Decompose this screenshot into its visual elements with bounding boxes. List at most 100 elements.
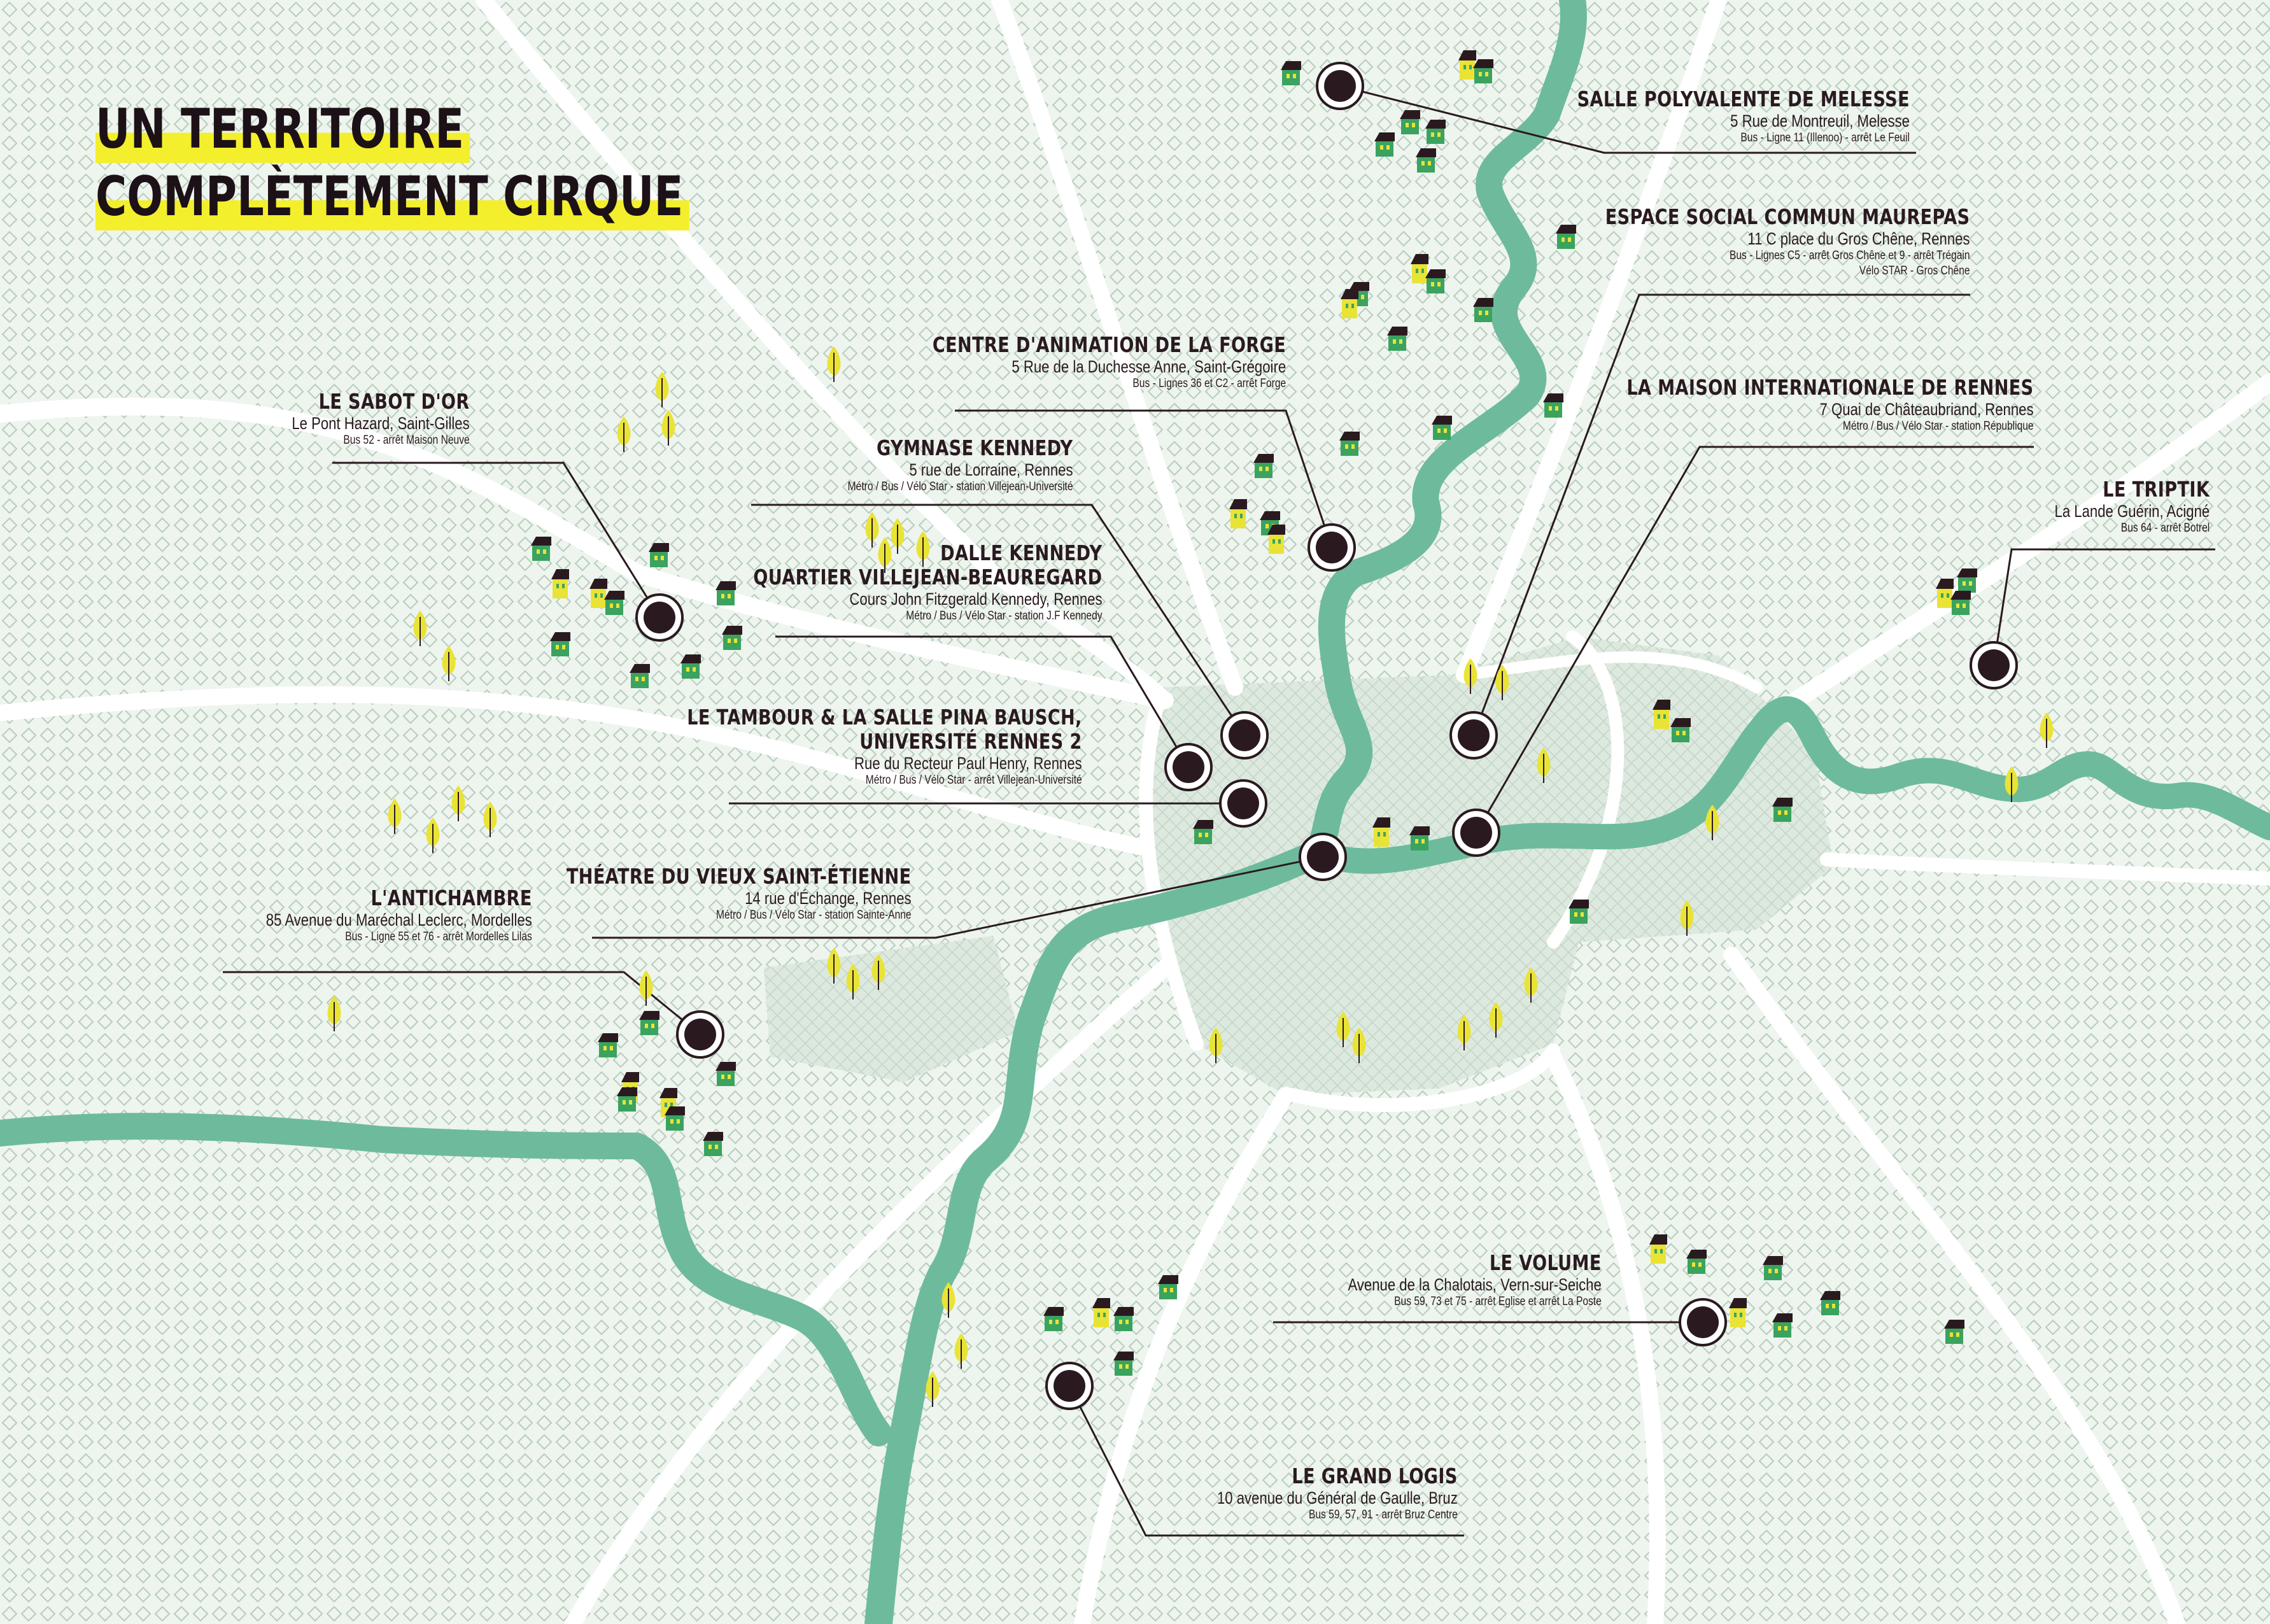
house-icon: [1113, 1352, 1134, 1376]
venue-label-theatre-vieux-saint-etienne[interactable]: THÉATRE DU VIEUX SAINT-ÉTIENNE 14 rue d'…: [567, 865, 912, 923]
leader-le-grand-logis: [1068, 1385, 1464, 1537]
venue-marker-icon[interactable]: [1449, 711, 1498, 759]
venue-label-sabot-d-or[interactable]: LE SABOT D'OR Le Pont Hazard, Saint-Gill…: [292, 390, 470, 448]
house-icon: [649, 543, 669, 567]
venue-markers[interactable]: [635, 62, 2018, 1410]
house-icon: [1957, 568, 1977, 593]
venue-marker-icon[interactable]: [1308, 523, 1356, 572]
house-icon: [722, 626, 742, 650]
house-icon: [1543, 393, 1563, 418]
venue-transport: Bus - Ligne 11 (Illenoo) - arrêt Le Feui…: [1740, 131, 1910, 145]
house-icon: [1374, 132, 1395, 157]
venue-name: L'ANTICHAMBRE: [370, 886, 532, 910]
venue-label-centre-la-forge[interactable]: CENTRE D'ANIMATION DE LA FORGE 5 Rue de …: [933, 333, 1286, 392]
venue-label-le-tambour[interactable]: LE TAMBOUR & LA SALLE PINA BAUSCH, UNIVE…: [687, 705, 1082, 788]
house-icon: [680, 654, 701, 679]
leader-espace-social-maurepas: [1472, 293, 1970, 736]
venue-name: THÉATRE DU VIEUX SAINT-ÉTIENNE: [567, 864, 912, 889]
venue-address: La Lande Guérin, Acigné: [2054, 502, 2210, 521]
venue-address: Cours John Fitzgerald Kennedy, Rennes: [849, 590, 1103, 609]
urban-area-rennes: [1139, 637, 1833, 1095]
venue-name: LE SABOT D'OR: [318, 389, 470, 414]
venue-label-l-antichambre[interactable]: L'ANTICHAMBRE 85 Avenue du Maréchal Lecl…: [266, 886, 532, 945]
house-icon: [1113, 1307, 1134, 1331]
map-title: UN TERRITOIRE COMPLÈTEMENT CIRQUE: [95, 95, 689, 230]
venue-marker-icon[interactable]: [676, 1010, 724, 1059]
map-title-line-2: COMPLÈTEMENT CIRQUE: [95, 163, 689, 230]
venue-label-le-volume[interactable]: LE VOLUME Avenue de la Chalotais, Vern-s…: [1348, 1251, 1602, 1310]
house-icon: [1772, 1313, 1793, 1338]
venue-transport: Métro / Bus / Vélo Star - arrêt Villejea…: [865, 773, 1082, 787]
house-icon: [1569, 900, 1589, 924]
leader-dalle-kennedy: [775, 635, 1190, 768]
leader-centre-la-forge: [955, 409, 1333, 548]
venue-marker-icon[interactable]: [1970, 641, 2018, 689]
leader-salle-polyvalente-melesse: [1339, 85, 1916, 154]
house-icon: [716, 581, 736, 605]
house-icon: [639, 1011, 659, 1035]
venue-marker-icon[interactable]: [1316, 62, 1364, 110]
venue-label-salle-polyvalente-melesse[interactable]: SALLE POLYVALENTE DE MELESSE 5 Rue de Mo…: [1577, 87, 1910, 146]
venue-address: 7 Quai de Châteaubriand, Rennes: [1819, 400, 2034, 419]
leader-l-antichambre: [223, 971, 701, 1036]
venue-name: GYMNASE KENNEDY: [877, 435, 1073, 460]
house-icon: [716, 1062, 736, 1086]
house-icon: [1425, 269, 1446, 293]
house-icon: [1409, 826, 1430, 851]
house-icon: [1820, 1291, 1840, 1315]
house-icon: [617, 1087, 637, 1112]
house-icon: [550, 632, 570, 656]
leader-maison-internationale: [1475, 446, 2034, 833]
venue-label-maison-internationale[interactable]: LA MAISON INTERNATIONALE DE RENNES 7 Qua…: [1627, 376, 2034, 434]
venue-address: 85 Avenue du Maréchal Leclerc, Mordelles: [265, 910, 532, 929]
venue-transport: Métro / Bus / Vélo Star - station Sainte…: [716, 908, 912, 922]
venue-marker-icon[interactable]: [1045, 1362, 1094, 1410]
venue-marker-icon[interactable]: [1164, 743, 1213, 791]
venue-transport: Métro / Bus / Vélo Star - station J.F Ke…: [906, 609, 1103, 623]
venue-marker-icon[interactable]: [635, 593, 684, 642]
venue-name: LE VOLUME: [1490, 1250, 1602, 1275]
venue-address: 11 C place du Gros Chêne, Rennes: [1747, 229, 1970, 248]
venue-name: DALLE KENNEDY: [940, 540, 1103, 565]
venue-name: LE GRAND LOGIS: [1292, 1464, 1458, 1488]
venue-address: 14 rue d'Échange, Rennes: [745, 889, 912, 908]
venue-name-line-2: QUARTIER VILLEJEAN-BEAUREGARD: [753, 565, 1103, 590]
venue-address: Rue du Recteur Paul Henry, Rennes: [854, 754, 1082, 773]
venue-label-le-triptik[interactable]: LE TRIPTIK La Lande Guérin, Acigné Bus 6…: [2054, 477, 2210, 536]
venue-transport: Métro / Bus / Vélo Star - station Villej…: [848, 480, 1073, 493]
map-title-line-1: UN TERRITOIRE: [95, 95, 470, 163]
house-icon: [1339, 432, 1360, 456]
house-icon: [1432, 416, 1452, 440]
venue-address: 10 avenue du Général de Gaulle, Bruz: [1217, 1488, 1458, 1507]
venue-name: LE TRIPTIK: [2103, 477, 2210, 502]
venue-label-espace-social-maurepas[interactable]: ESPACE SOCIAL COMMUN MAUREPAS 11 C place…: [1605, 205, 1970, 279]
house-icon: [598, 1033, 618, 1057]
venue-address: 5 Rue de Montreuil, Melesse: [1730, 111, 1910, 131]
venue-marker-icon[interactable]: [1220, 711, 1269, 759]
house-icon: [1473, 298, 1493, 322]
house-icon: [1950, 591, 1971, 615]
house-icon: [1043, 1307, 1064, 1331]
house-icon: [1193, 820, 1213, 844]
house-icon: [1425, 120, 1446, 144]
venue-marker-icon[interactable]: [1299, 833, 1347, 881]
venue-marker-icon[interactable]: [1219, 779, 1267, 828]
venue-label-le-grand-logis[interactable]: LE GRAND LOGIS 10 avenue du Général de G…: [1217, 1464, 1458, 1523]
venue-name: ESPACE SOCIAL COMMUN MAUREPAS: [1605, 204, 1970, 229]
house-icon: [1281, 61, 1301, 85]
venue-label-gymnase-kennedy[interactable]: GYMNASE KENNEDY 5 rue de Lorraine, Renne…: [848, 436, 1073, 495]
venue-name-line-2: UNIVERSITÉ RENNES 2: [859, 729, 1082, 754]
house-icon: [1670, 718, 1691, 742]
urban-area-west: [764, 936, 1019, 1082]
venue-marker-icon[interactable]: [1452, 808, 1500, 857]
leader-gymnase-kennedy: [751, 504, 1246, 736]
leader-le-triptik: [1992, 548, 2215, 666]
venue-marker-icon[interactable]: [1679, 1298, 1727, 1346]
house-icon: [531, 537, 551, 561]
venue-label-dalle-kennedy[interactable]: DALLE KENNEDY QUARTIER VILLEJEAN-BEAUREG…: [754, 541, 1103, 624]
house-icon: [1416, 148, 1436, 173]
